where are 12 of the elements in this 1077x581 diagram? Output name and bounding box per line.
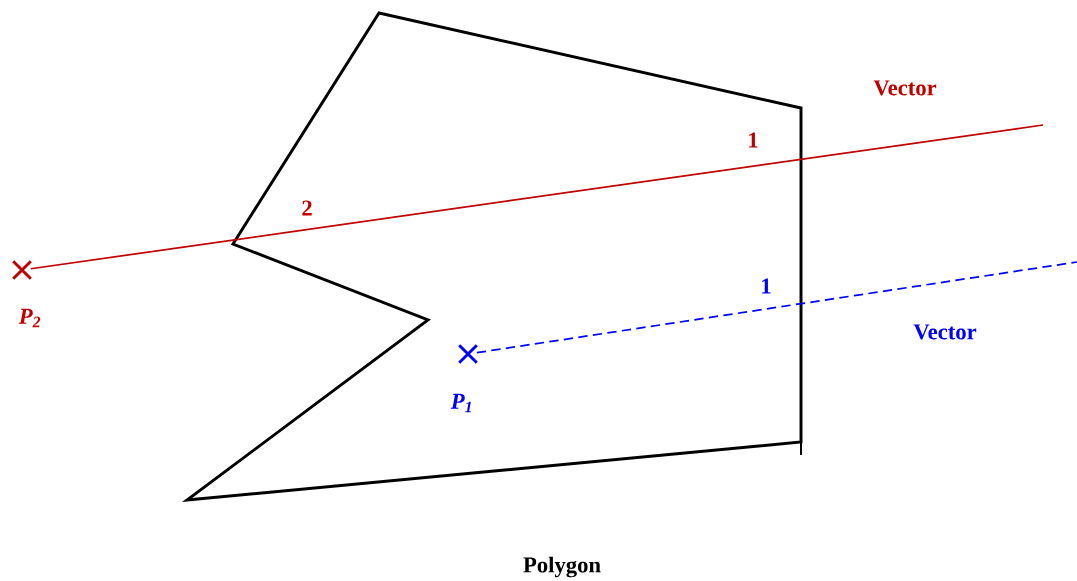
ray-line bbox=[475, 261, 1077, 354]
caption: Polygon bbox=[523, 556, 601, 578]
intersection-count: 1 bbox=[762, 278, 771, 294]
intersection-count: 1 bbox=[749, 132, 758, 148]
cross-marker bbox=[11, 259, 33, 281]
cross-marker bbox=[457, 343, 479, 365]
point-label: P$_{1}$ bbox=[450, 393, 471, 413]
ray-line bbox=[29, 124, 1044, 270]
ray-label: Vector bbox=[873, 80, 937, 96]
intersection-count: 2 bbox=[302, 200, 312, 216]
ray-label: Vector bbox=[913, 324, 977, 340]
point-label: P$_{2}$ bbox=[18, 308, 41, 328]
